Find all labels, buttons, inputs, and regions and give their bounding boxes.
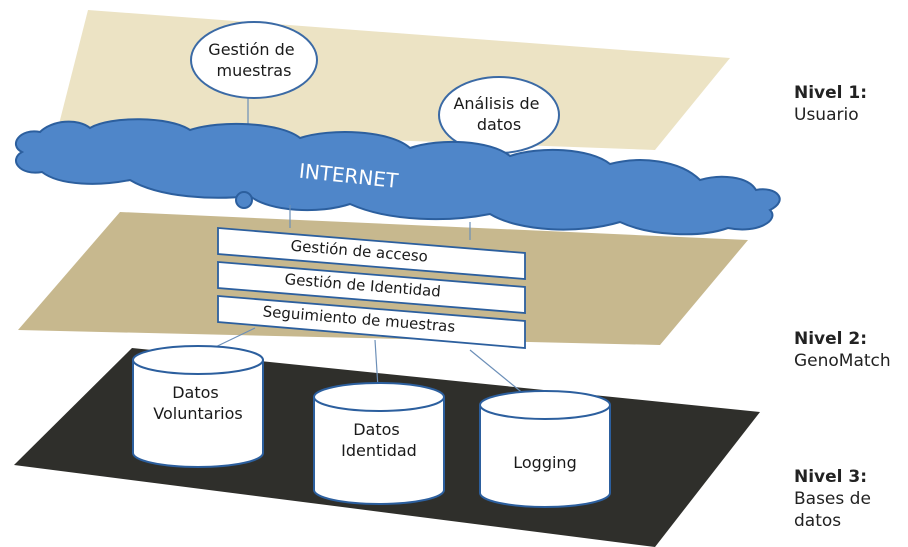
internet-cloud [15,118,781,236]
db-logging-label: Logging [513,453,576,472]
db-volunteers-label: Datos Voluntarios [153,383,242,423]
service-box-sample-tracking [217,295,526,349]
level-2-title: Nivel 2: [794,329,868,349]
level-2-label: Nivel 2: GenoMatch [794,328,891,372]
cloud-blob [235,191,253,209]
level-1-title: Nivel 1: [794,83,868,103]
service-box-identity [217,261,526,314]
cloud-connectors [289,205,471,240]
database-volunteers: Datos Voluntarios [132,345,264,468]
service-box-access [217,227,526,280]
level-3-title: Nivel 3: [794,467,868,487]
level-2-name: GenoMatch [794,351,891,371]
user-node-sample-management [190,21,318,99]
user-node-data-analysis-label: Análisis de datos [453,94,544,134]
user-node-sample-management-label: Gestión de muestras [208,40,299,80]
level-1-label: Nivel 1: Usuario [794,82,867,126]
level-3-name: Bases de datos [794,489,871,531]
database-identity: Datos Identidad [313,382,445,505]
level-3-label: Nivel 3: Bases de datos [794,466,871,532]
level-1-name: Usuario [794,105,859,125]
db-identity-label: Datos Identidad [341,420,417,460]
database-logging: Logging [479,390,611,508]
